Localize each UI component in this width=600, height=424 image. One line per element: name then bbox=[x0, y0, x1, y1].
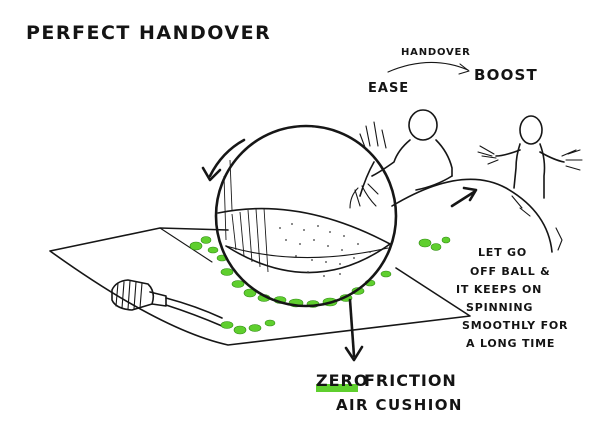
zero-highlight bbox=[316, 384, 358, 392]
note-line: LET GO bbox=[478, 246, 527, 259]
let-go-note: LET GO OFF BALL & IT KEEPS ON SPINNING S… bbox=[456, 246, 568, 350]
boost-arrowhead-icon bbox=[462, 186, 478, 202]
air-pump-icon bbox=[111, 279, 223, 327]
pointer-arrowhead-icon bbox=[344, 345, 364, 362]
ease-person-figure bbox=[349, 109, 453, 209]
rotation-arrowhead-icon bbox=[201, 166, 222, 182]
pointer-arrow-down bbox=[348, 298, 356, 358]
title-text: PERFECT HANDOVER bbox=[26, 22, 271, 44]
ball-sphere bbox=[214, 124, 398, 308]
friction-label: FRICTION bbox=[364, 371, 457, 390]
ball-path-curve bbox=[391, 178, 553, 253]
ball-cut-hatching bbox=[223, 159, 269, 273]
note-line: A LONG TIME bbox=[466, 337, 555, 350]
ease-label: EASE bbox=[368, 81, 409, 96]
rotation-arrow bbox=[208, 138, 246, 178]
platform-inner-edge bbox=[159, 227, 213, 263]
motion-marks bbox=[511, 195, 563, 251]
air-cushion-green bbox=[189, 236, 451, 335]
ball-stipple bbox=[279, 223, 371, 277]
air-cushion-label: AIR CUSHION bbox=[336, 396, 463, 414]
handover-label: HANDOVER bbox=[401, 47, 471, 58]
handover-arrowhead-icon bbox=[458, 63, 470, 75]
note-line: IT KEEPS ON bbox=[456, 283, 542, 296]
note-line: OFF BALL & bbox=[470, 265, 551, 278]
boost-person-figure bbox=[477, 115, 583, 199]
boost-label: BOOST bbox=[474, 66, 538, 84]
note-line: SPINNING bbox=[466, 301, 533, 314]
note-line: SMOOTHLY FOR bbox=[462, 319, 568, 332]
handover-arc bbox=[387, 61, 469, 73]
zero-label: ZERO bbox=[316, 371, 368, 390]
boost-arrow bbox=[450, 190, 476, 208]
